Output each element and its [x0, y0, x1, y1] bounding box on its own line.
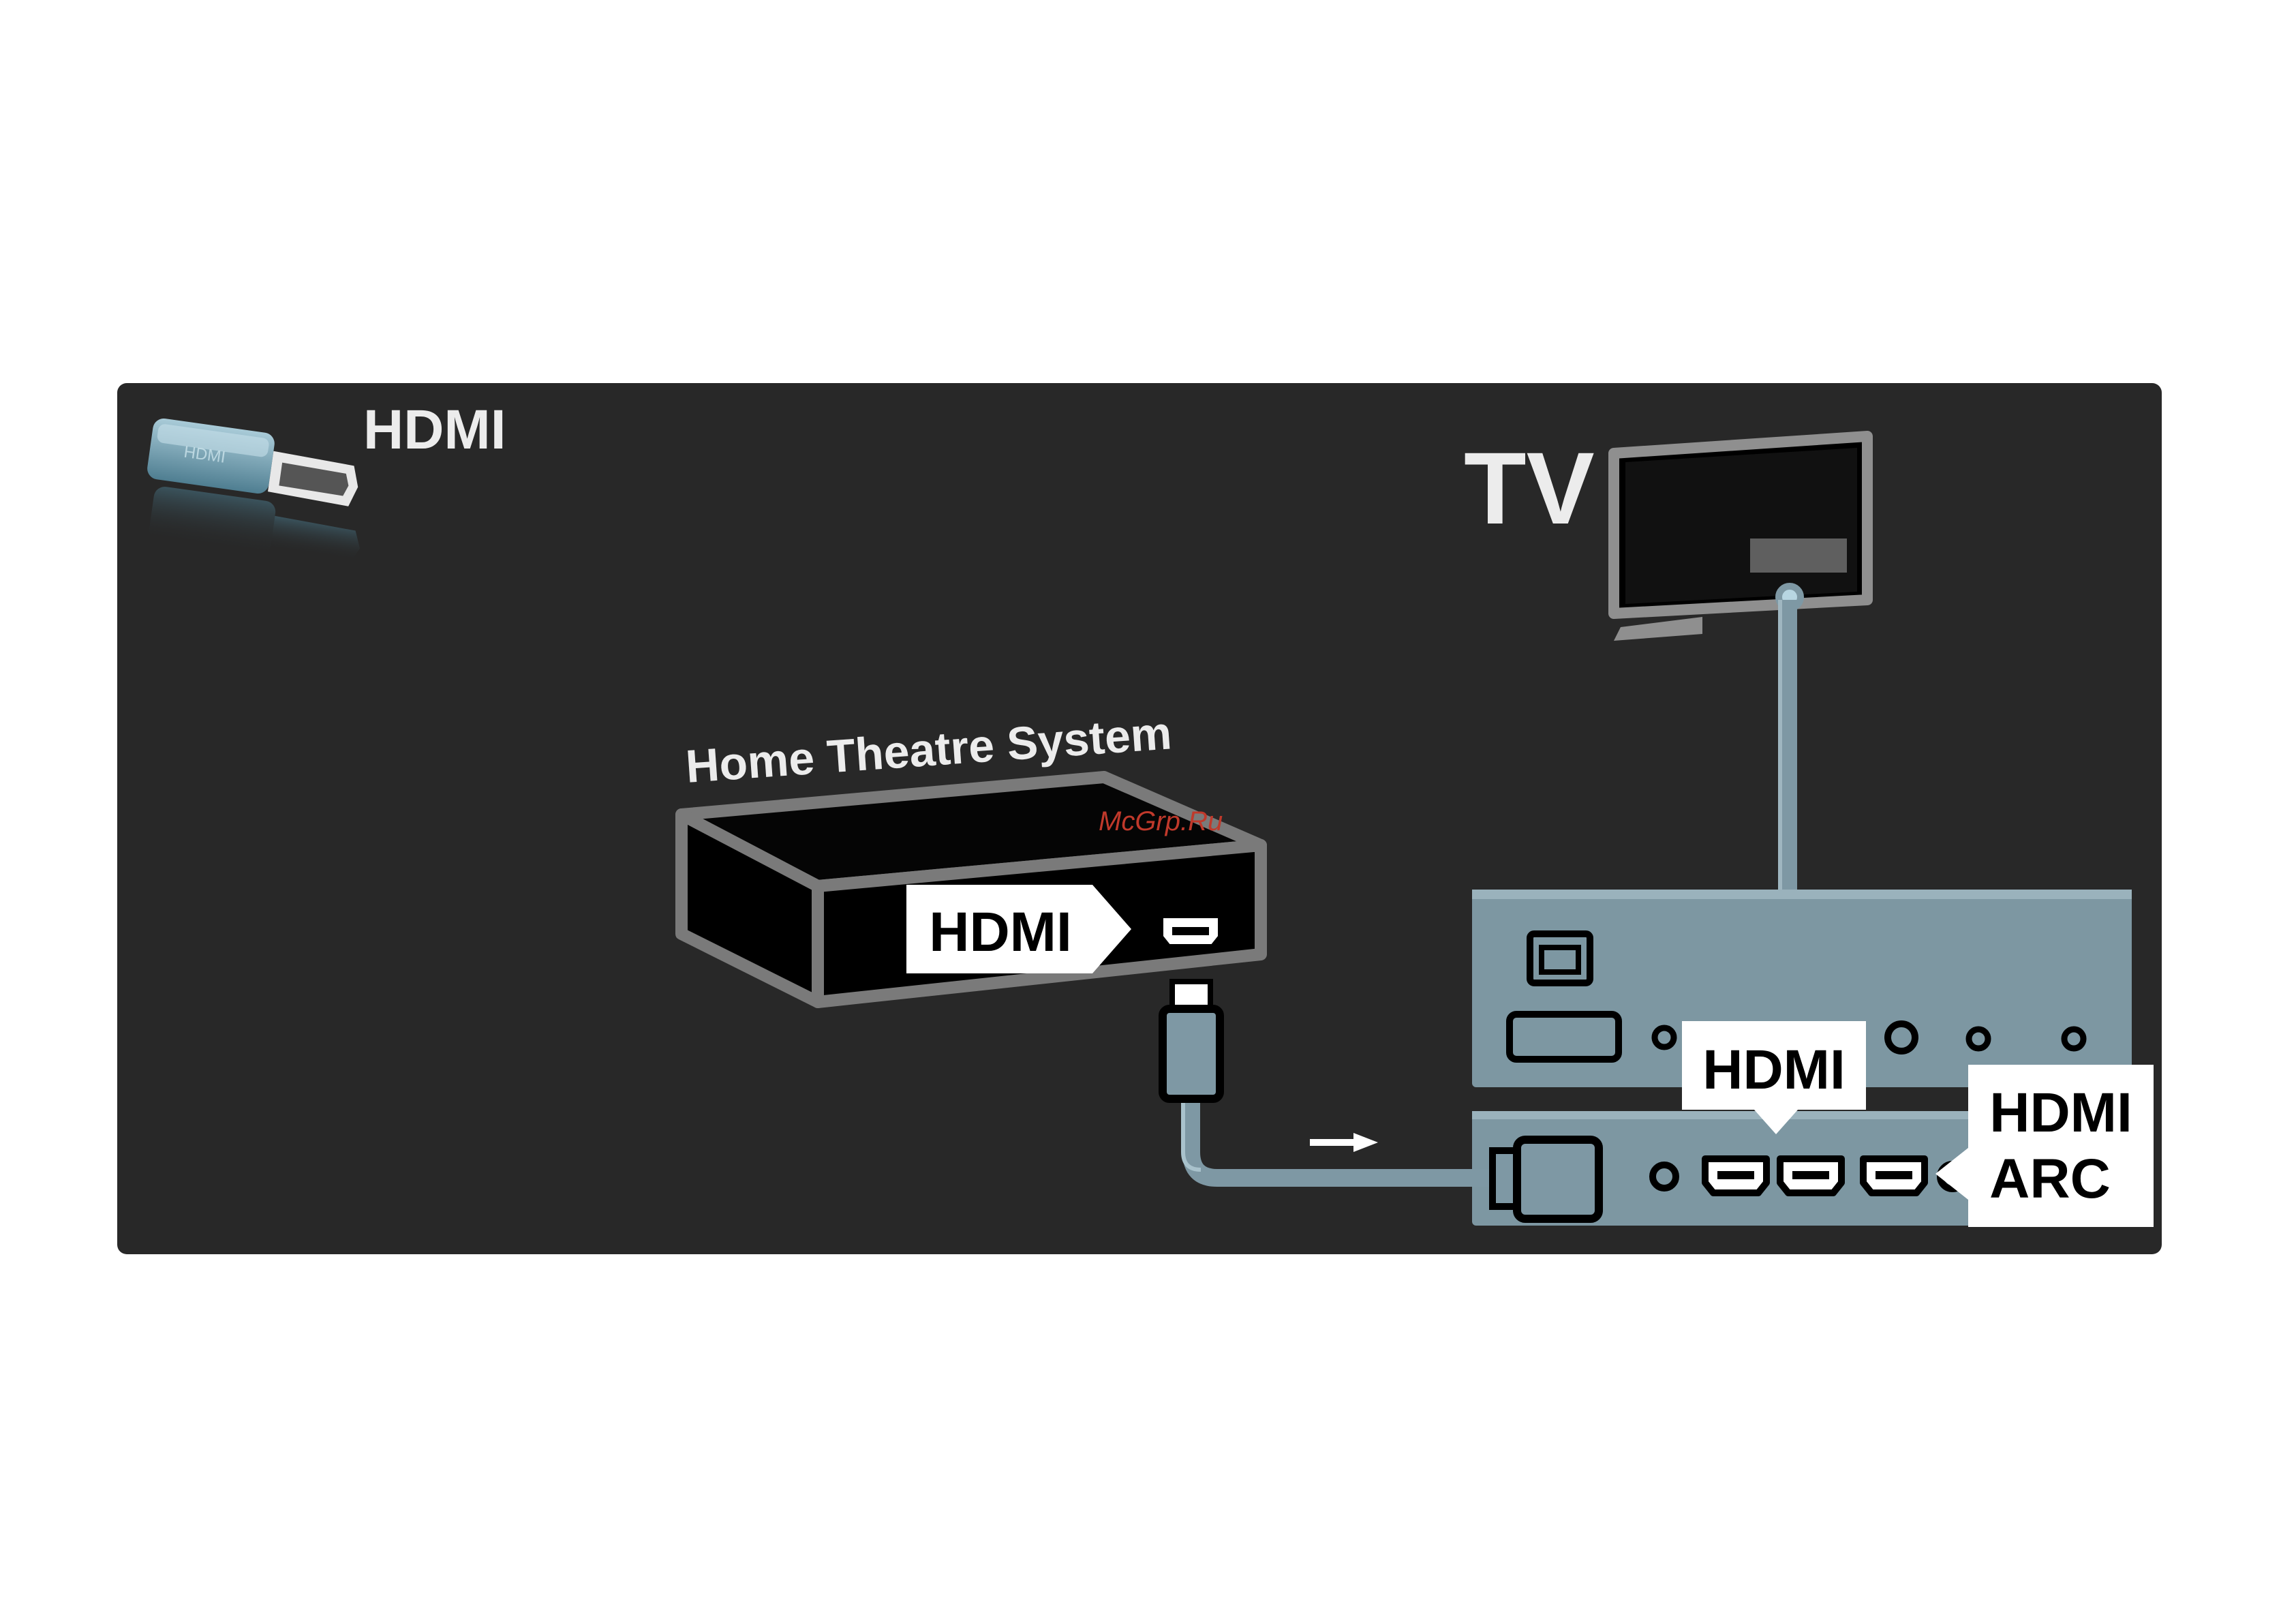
tv-label: TV	[1464, 431, 1595, 545]
hdmi-port-icon	[1863, 1159, 1925, 1193]
watermark: McGrp.Ru	[1099, 806, 1223, 836]
device-port-label: HDMI	[929, 901, 1072, 963]
tv-hdmi-arc-callout: HDMI ARC	[1935, 1065, 2154, 1227]
device-hdmi-callout: HDMI	[906, 885, 1131, 973]
hdmi-port-icon	[1705, 1159, 1766, 1193]
header-label: HDMI	[363, 399, 506, 461]
tv-arc-label-line2: ARC	[1989, 1148, 2111, 1210]
hdmi-port-icon	[1160, 915, 1221, 947]
hdmi-port-icon	[1780, 1159, 1841, 1193]
tv-port-label: HDMI	[1702, 1039, 1846, 1101]
ethernet-port-icon	[1530, 934, 1590, 983]
tv-cable	[1782, 600, 1797, 893]
tv-arc-label-line1: HDMI	[1989, 1082, 2132, 1144]
